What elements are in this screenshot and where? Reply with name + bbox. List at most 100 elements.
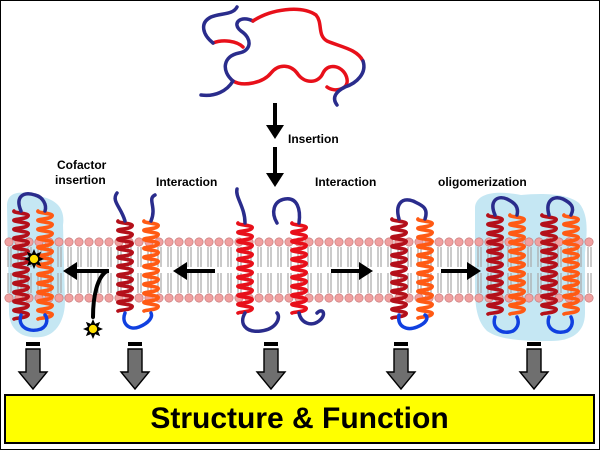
lipid-head — [454, 293, 464, 303]
lipid-head — [584, 237, 594, 247]
central-loop-top-mid — [271, 197, 302, 225]
lipid-head — [374, 293, 384, 303]
oligomer-loop-top-a — [491, 196, 520, 217]
lipid-head — [274, 237, 284, 247]
lipid-head — [224, 237, 234, 247]
oligomer-helix-a — [486, 213, 504, 316]
lipid-head — [584, 293, 594, 303]
lipid-head — [214, 237, 224, 247]
central-helix-left — [236, 221, 254, 315]
right-dimer-helix-a — [390, 217, 408, 320]
down-arrow-icon-gray-1 — [119, 342, 151, 391]
lipid-head — [264, 293, 274, 303]
down-arrow-icon-gray-1-body — [119, 348, 151, 391]
left-dimer-loop-top — [113, 191, 127, 223]
down-arrow-icon-gray-0-body — [17, 348, 49, 391]
left-dimer-helix-a — [116, 219, 134, 313]
right-dimer-helix-b — [416, 217, 434, 320]
unfolded-chain-helix-a — [251, 7, 365, 63]
lipid-head — [254, 293, 264, 303]
lipid-head — [184, 237, 194, 247]
lipid-head — [164, 293, 174, 303]
label-interaction-right: Interaction — [315, 175, 377, 189]
lipid-head — [444, 237, 454, 247]
lipid-head — [54, 237, 64, 247]
unfolded-chain-loop-a — [223, 17, 255, 83]
lipid-head — [254, 237, 264, 247]
label-insertion: Insertion — [288, 132, 339, 146]
lipid-head — [314, 293, 324, 303]
lipid-head — [384, 237, 394, 247]
lipid-head — [474, 237, 484, 247]
cofactor-star-icon-free-core — [88, 324, 98, 334]
lipid-head — [54, 293, 64, 303]
lipid-head — [364, 237, 374, 247]
down-arrow-icon-insertion-b — [266, 173, 284, 187]
left-dimer-loop-top-b — [149, 193, 157, 223]
right-arrow-icon-oligomerization — [467, 262, 481, 280]
lipid-head — [224, 293, 234, 303]
unfolded-chain-helix-b — [231, 64, 299, 86]
lipid-head — [314, 237, 324, 247]
lipid-head — [214, 293, 224, 303]
cofactor-helix-a — [12, 209, 30, 321]
left-arrow-icon-interaction — [173, 262, 187, 280]
lipid-head — [344, 293, 354, 303]
lipid-head — [194, 237, 204, 247]
lipid-head — [74, 293, 84, 303]
lipid-head — [474, 293, 484, 303]
down-arrow-icon-gray-3 — [385, 342, 417, 391]
lipid-head — [524, 237, 534, 247]
right-dimer-loop-bottom — [397, 313, 429, 331]
lipid-head — [364, 293, 374, 303]
down-arrow-icon-gray-0-cap — [26, 342, 40, 346]
oligomer-loop-bottom-b — [546, 315, 574, 334]
central-helix-right — [290, 221, 308, 315]
lipid-head — [184, 293, 194, 303]
lipid-head — [374, 237, 384, 247]
lipid-head — [274, 293, 284, 303]
lipid-head — [344, 237, 354, 247]
lipid-head — [454, 237, 464, 247]
unfolded-chain-helix-c — [295, 64, 349, 92]
lipid-head — [434, 237, 444, 247]
oligomer-helix-b — [508, 213, 526, 316]
down-arrow-icon-gray-3-cap — [394, 342, 408, 346]
label-cofactor-line2: insertion — [55, 173, 106, 187]
lipid-head — [134, 237, 144, 247]
down-arrow-icon-gray-3-body — [385, 348, 417, 391]
down-arrow-icon-gray-1-cap — [128, 342, 142, 346]
lipid-head — [84, 237, 94, 247]
lipid-head — [4, 237, 14, 247]
lipid-head — [324, 237, 334, 247]
lipid-head — [464, 237, 474, 247]
lipid-head — [94, 237, 104, 247]
right-arrow-icon-interaction — [359, 262, 373, 280]
left-dimer-loop-bottom — [122, 311, 154, 330]
lipid-head — [334, 237, 344, 247]
oligomer-helix-d — [562, 213, 580, 316]
lipid-head — [334, 293, 344, 303]
oligomer-helix-c — [540, 213, 558, 316]
down-arrow-icon-gray-4 — [518, 342, 550, 391]
unfolded-chain-loop-c — [332, 59, 366, 107]
left-arrow-icon-cofactor — [63, 262, 77, 280]
oligomer-loop-bottom-a — [492, 315, 520, 334]
label-interaction-left: Interaction — [156, 175, 218, 189]
structure-function-banner: Structure & Function — [4, 394, 595, 444]
lipid-head — [4, 293, 14, 303]
cofactor-loop-top — [17, 192, 48, 213]
cofactor-star-icon-bound-core — [29, 254, 39, 264]
unfolded-chain-helix-d — [211, 39, 245, 49]
cofactor-arrow-curve — [91, 269, 109, 319]
lipid-head — [174, 237, 184, 247]
lipid-head — [524, 293, 534, 303]
unfolded-chain-loop-b — [201, 5, 239, 45]
down-arrow-icon-gray-4-cap — [527, 342, 541, 346]
down-arrow-icon-gray-0 — [17, 342, 49, 391]
lipid-head — [354, 293, 364, 303]
oligomer-loop-top-b — [546, 196, 575, 217]
lipid-head — [164, 237, 174, 247]
lipid-head — [104, 293, 114, 303]
